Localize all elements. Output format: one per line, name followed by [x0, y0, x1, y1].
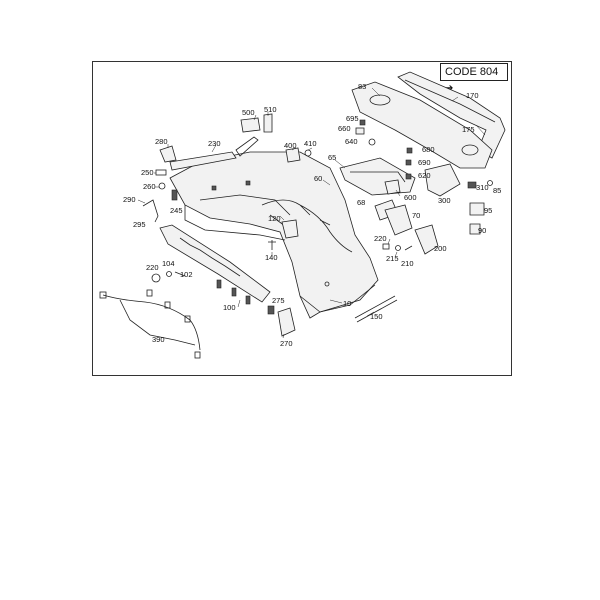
part-65 [339, 157, 416, 196]
part-310 [467, 181, 477, 189]
callout-275: 275 [272, 296, 285, 305]
callout-410: 410 [304, 139, 317, 148]
part-500 [240, 117, 261, 133]
part-104 [166, 271, 172, 277]
callout-250: 250 [141, 168, 154, 177]
callout-290: 290 [123, 195, 136, 204]
part-230 [169, 151, 237, 171]
callout-640: 640 [345, 137, 358, 146]
part-140 [268, 240, 276, 250]
part-245 [171, 189, 178, 201]
part-270 [277, 307, 296, 337]
part-250 [155, 169, 167, 176]
callout-220: 220 [146, 263, 159, 272]
callout-10: 10 [343, 299, 351, 308]
part-230b [235, 136, 259, 157]
part-100 [159, 224, 271, 303]
callout-104: 104 [162, 259, 175, 268]
part-260 [158, 182, 166, 190]
part-220-left [151, 273, 161, 283]
callout-150: 150 [370, 312, 383, 321]
part-120 [281, 219, 299, 239]
part-150 [354, 295, 398, 323]
part-410 [304, 149, 312, 157]
callout-170: 170 [466, 91, 479, 100]
part-200 [414, 224, 439, 255]
callout-400: 400 [284, 141, 297, 150]
callout-620: 620 [418, 171, 431, 180]
callout-695: 695 [346, 114, 359, 123]
callout-210: 210 [401, 259, 414, 268]
part-680 [406, 147, 413, 154]
part-640 [368, 138, 376, 146]
callout-68: 68 [357, 198, 365, 207]
callout-500: 500 [242, 108, 255, 117]
part-85 [487, 180, 493, 186]
callout-215: 215 [386, 254, 399, 263]
code-label: CODE 804 [445, 66, 499, 78]
callout-295: 295 [133, 220, 146, 229]
part-170 [397, 71, 506, 159]
part-620 [405, 173, 412, 180]
callout-600: 600 [404, 193, 417, 202]
callout-85: 85 [493, 186, 501, 195]
callout-175: 175 [462, 125, 475, 134]
callout-200: 200 [434, 244, 447, 253]
callout-300: 300 [438, 196, 451, 205]
part-510 [263, 113, 273, 133]
callout-220: 220 [374, 234, 387, 243]
part-300 [424, 163, 461, 197]
callout-310: 310 [476, 183, 489, 192]
callout-280: 280 [155, 137, 168, 146]
callout-90: 90 [478, 226, 486, 235]
part-210 [404, 245, 413, 251]
callout-95: 95 [484, 206, 492, 215]
callout-245: 245 [170, 206, 183, 215]
callout-120: 120 [268, 214, 281, 223]
callout-140: 140 [265, 253, 278, 262]
part-660 [355, 127, 365, 135]
callout-60: 60 [314, 174, 322, 183]
part-60 [261, 199, 353, 253]
callout-390: 390 [152, 335, 165, 344]
part-690 [405, 159, 412, 166]
part-70 [384, 204, 413, 236]
part-95 [469, 202, 485, 216]
part-102 [174, 271, 186, 277]
callout-690: 690 [418, 158, 431, 167]
callout-65: 65 [328, 153, 336, 162]
callout-100: 100 [223, 303, 236, 312]
arrow-right-icon: ➔ [445, 83, 454, 94]
part-695 [359, 119, 366, 126]
part-220-right [382, 243, 390, 250]
callout-680: 680 [422, 145, 435, 154]
part-215 [395, 245, 401, 251]
part-10 [169, 151, 379, 319]
callout-260: 260 [143, 182, 156, 191]
callout-230: 230 [208, 139, 221, 148]
callout-660: 660 [338, 124, 351, 133]
callout-83: 83 [358, 82, 366, 91]
part-280 [159, 145, 177, 163]
part-600 [384, 179, 401, 195]
part-290 [142, 199, 159, 223]
part-275 [267, 305, 275, 315]
callout-510: 510 [264, 105, 277, 114]
part-400 [285, 147, 301, 163]
part-90 [469, 223, 481, 235]
callout-270: 270 [280, 339, 293, 348]
code-label-box: CODE 804 ➔ [440, 63, 508, 94]
callout-70: 70 [412, 211, 420, 220]
callout-102: 102 [180, 270, 193, 279]
